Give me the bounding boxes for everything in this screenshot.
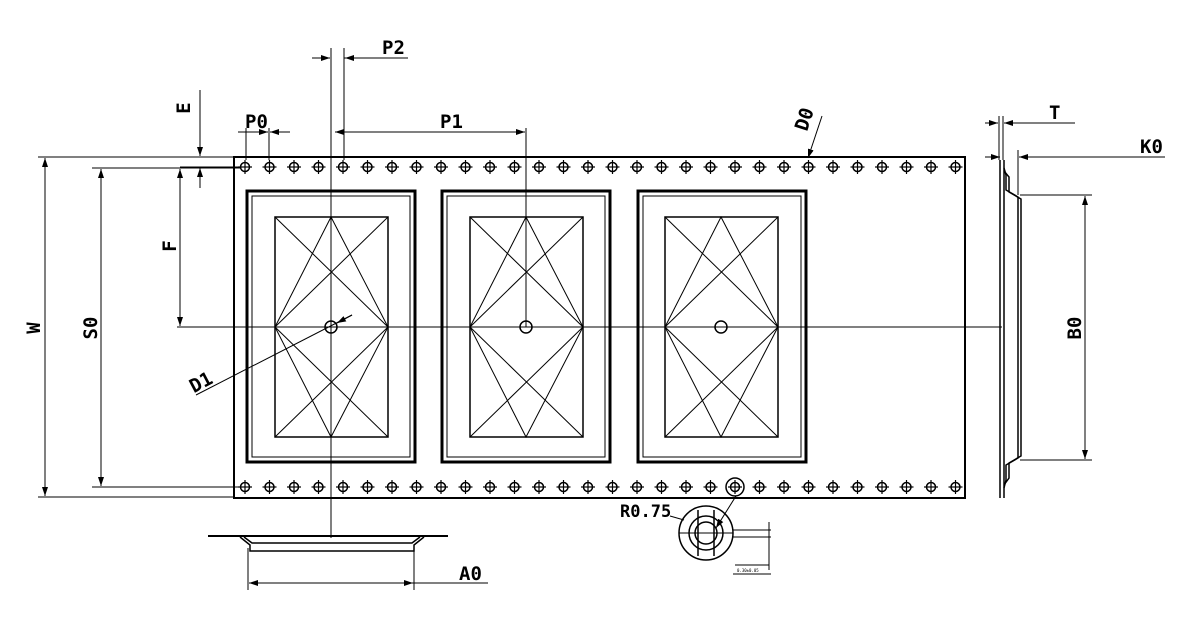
label-r075: R0.75 (620, 502, 671, 522)
sprocket-hole (679, 160, 693, 174)
sprocket-hole (336, 160, 350, 174)
sprocket-hole (532, 160, 546, 174)
sprocket-hole (434, 160, 448, 174)
sprocket-hole (801, 480, 816, 494)
sprocket-holes-top-row (238, 160, 963, 174)
sprocket-hole (434, 480, 448, 494)
sprocket-hole (238, 480, 252, 494)
sprocket-hole (752, 160, 767, 174)
sprocket-hole (605, 480, 620, 494)
label-s0: S0 (80, 317, 102, 340)
sprocket-hole (801, 160, 816, 174)
sprocket-hole (409, 160, 424, 174)
dimensions (38, 48, 1165, 590)
label-b0: B0 (1064, 317, 1086, 340)
sprocket-hole (728, 480, 742, 494)
sprocket-hole (287, 480, 301, 494)
sprocket-hole (654, 480, 669, 494)
sprocket-hole (336, 480, 350, 494)
sprocket-hole (262, 160, 277, 174)
sprocket-hole (605, 160, 620, 174)
detail-hole-marker (725, 477, 745, 497)
sprocket-hole (850, 480, 865, 494)
sprocket-hole (703, 160, 718, 174)
sprocket-hole (654, 160, 669, 174)
label-w: W (23, 322, 45, 334)
sprocket-hole (360, 480, 375, 494)
label-f: F (159, 240, 181, 251)
sprocket-hole (630, 160, 644, 174)
label-p1: P1 (440, 111, 463, 133)
label-p2: P2 (382, 37, 405, 59)
sprocket-hole (948, 480, 963, 494)
detail-r075 (669, 495, 771, 575)
sprocket-hole (556, 160, 571, 174)
sprocket-hole (875, 480, 889, 494)
sprocket-hole (826, 480, 840, 494)
sprocket-hole (826, 160, 840, 174)
label-t: T (1049, 102, 1060, 124)
sprocket-hole (777, 480, 791, 494)
label-detail-dimension: 0.30±0.05 (737, 568, 759, 573)
sprocket-hole (850, 160, 865, 174)
sprocket-hole (703, 480, 718, 494)
sprocket-hole (483, 160, 497, 174)
label-d1: D1 (186, 368, 217, 398)
sprocket-hole (581, 480, 595, 494)
sprocket-hole (532, 480, 546, 494)
sprocket-hole (556, 480, 571, 494)
side-view-section (999, 160, 1022, 498)
sprocket-hole (458, 480, 473, 494)
sprocket-hole (311, 160, 326, 174)
label-a0: A0 (459, 563, 482, 585)
label-e: E (173, 102, 195, 113)
sprocket-hole (899, 480, 914, 494)
bottom-section-view (208, 535, 448, 552)
sprocket-hole (728, 160, 742, 174)
sprocket-hole (507, 160, 522, 174)
sprocket-hole (924, 160, 938, 174)
sprocket-hole (385, 160, 399, 174)
sprocket-hole (409, 480, 424, 494)
sprocket-hole (630, 480, 644, 494)
sprocket-hole (311, 480, 326, 494)
sprocket-hole (238, 160, 252, 174)
sprocket-hole (777, 160, 791, 174)
tape-top-view (177, 48, 1002, 538)
label-p0: P0 (245, 111, 268, 133)
sprocket-hole (507, 480, 522, 494)
sprocket-hole (948, 160, 963, 174)
sprocket-hole (483, 480, 497, 494)
sprocket-hole (679, 480, 693, 494)
sprocket-hole (924, 480, 938, 494)
sprocket-hole (752, 480, 767, 494)
sprocket-hole (458, 160, 473, 174)
sprocket-hole (899, 160, 914, 174)
label-d0: D0 (791, 105, 819, 134)
label-k0: K0 (1140, 136, 1163, 158)
sprocket-holes-bottom-row (238, 480, 963, 494)
sprocket-hole (875, 160, 889, 174)
sprocket-hole (287, 160, 301, 174)
sprocket-hole (360, 160, 375, 174)
sprocket-hole (262, 480, 277, 494)
sprocket-hole (581, 160, 595, 174)
sprocket-hole (385, 480, 399, 494)
